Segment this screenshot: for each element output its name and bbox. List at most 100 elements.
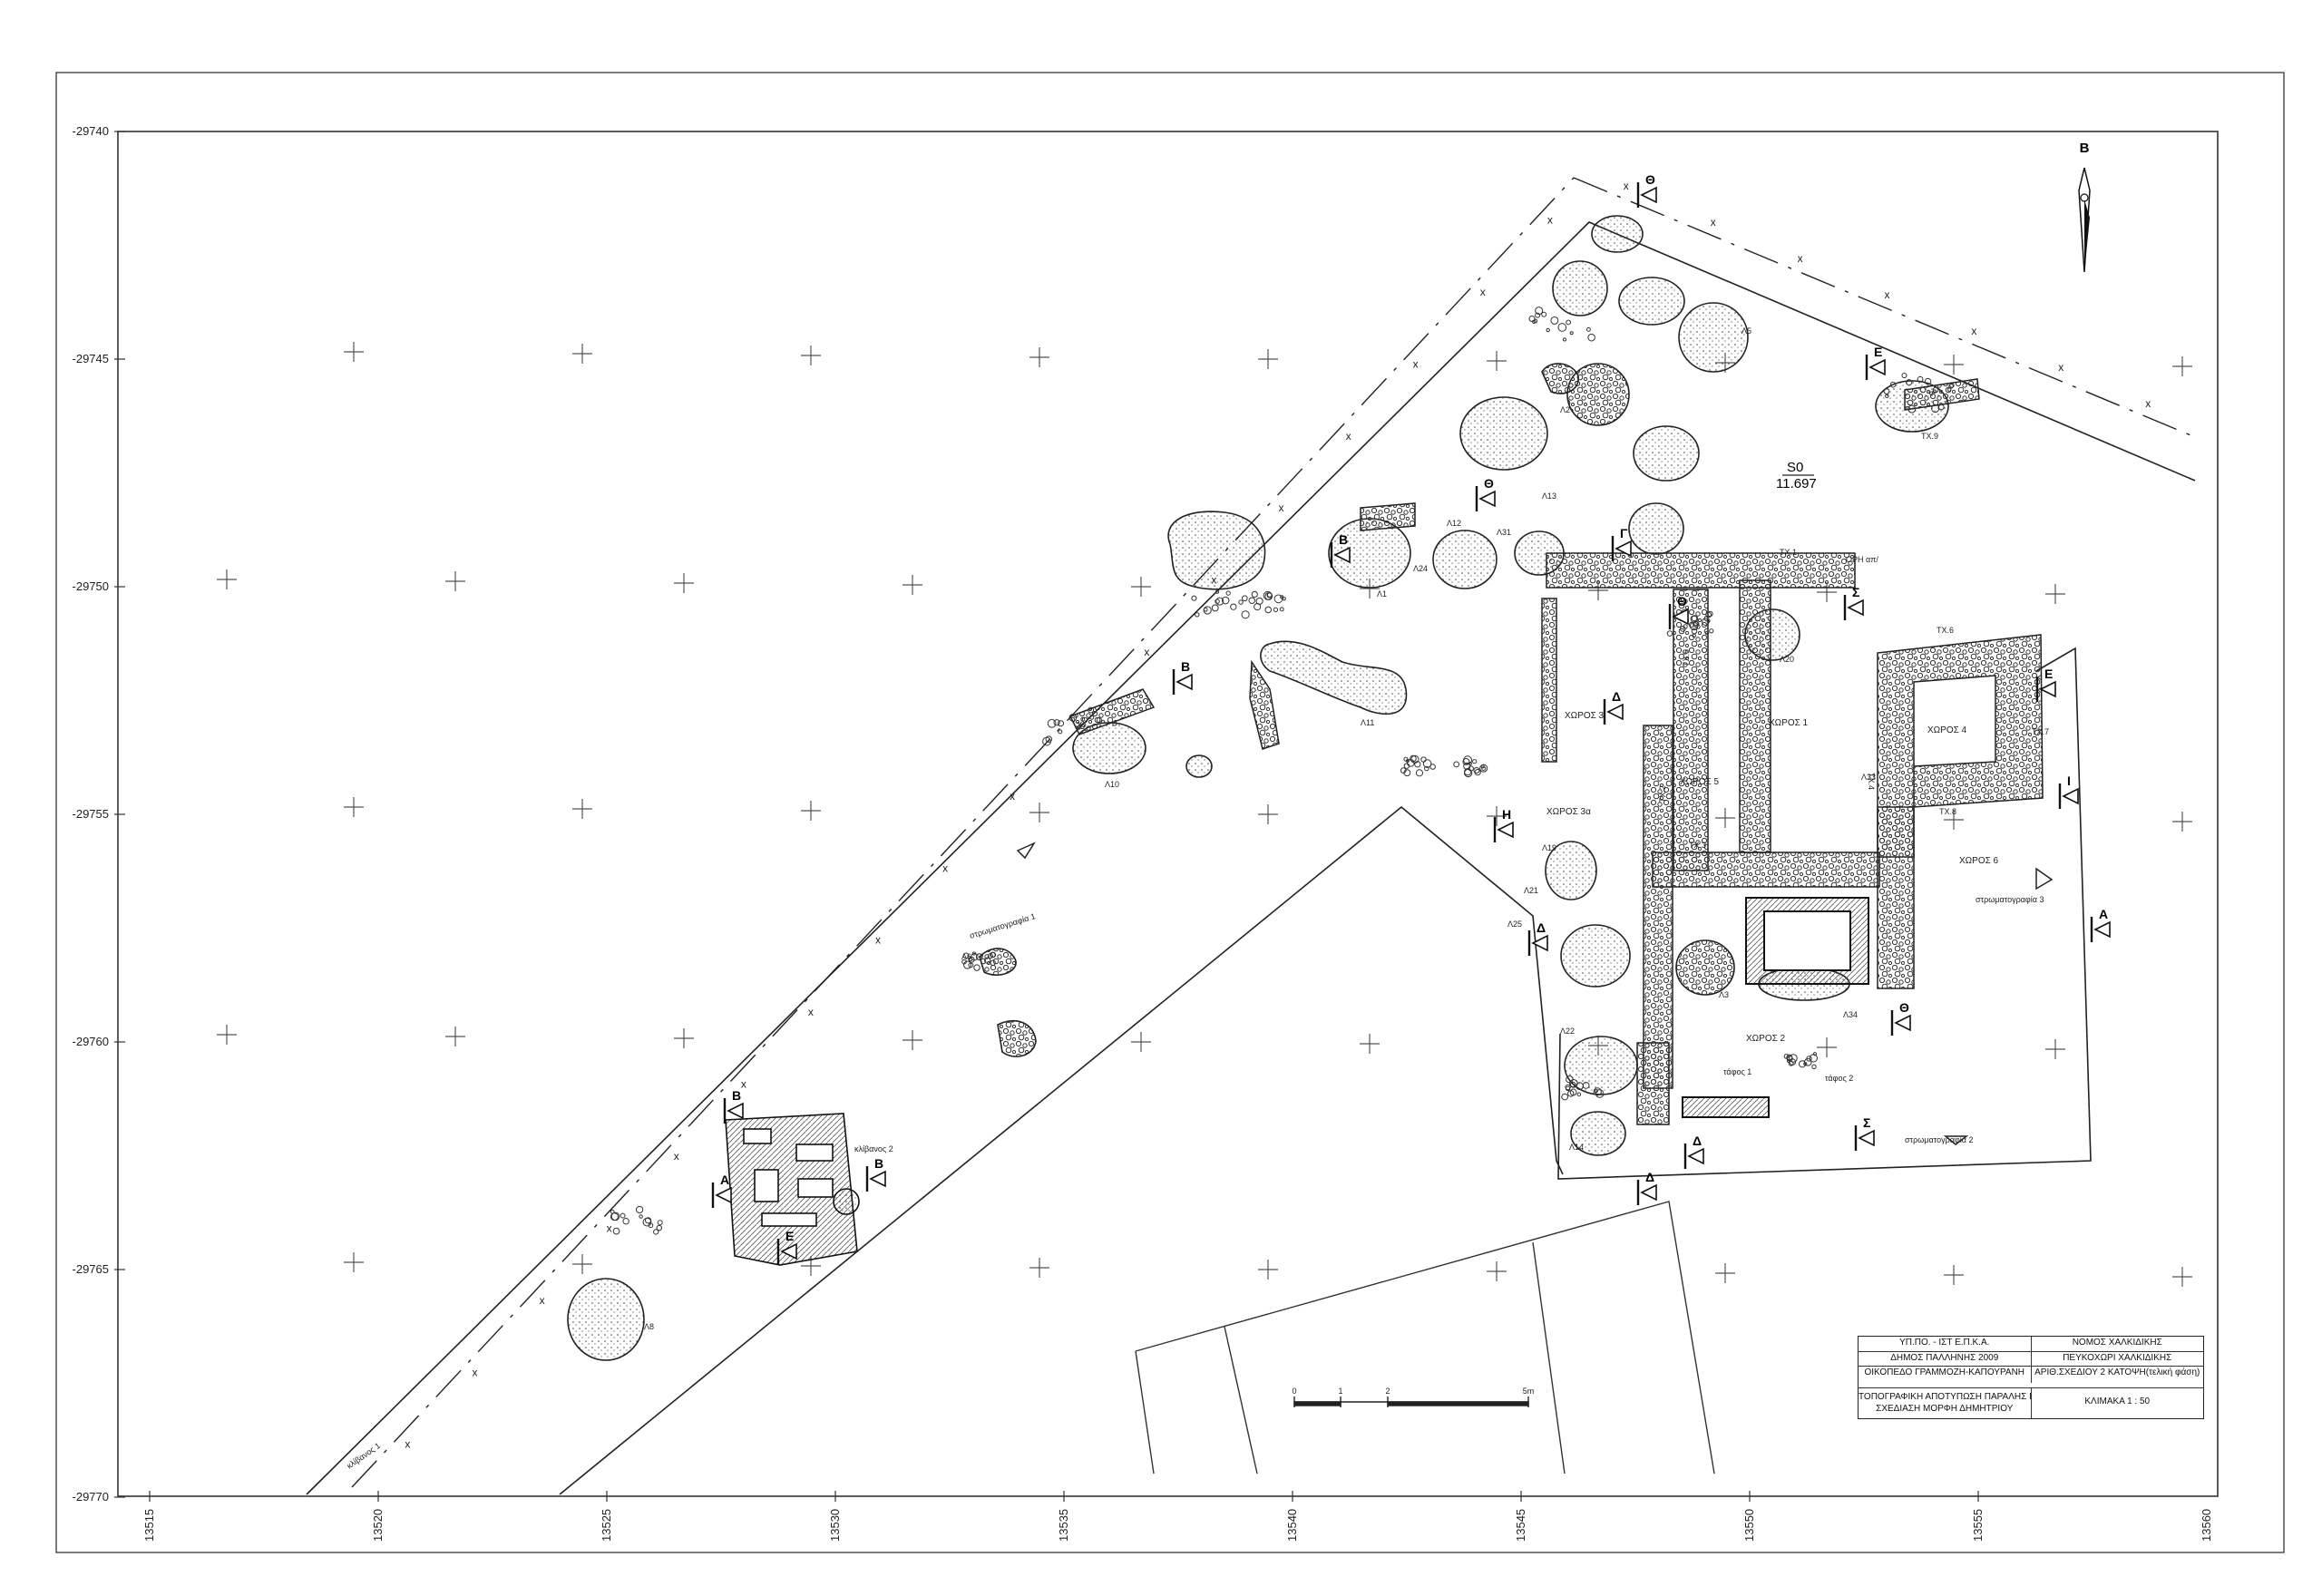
rubble-stone — [1809, 1054, 1819, 1063]
pit-label: Λ2 — [1560, 405, 1570, 414]
section-mark-icon: Ε — [1865, 345, 1886, 380]
rubble-stone — [1238, 599, 1244, 605]
rubble-stone — [1566, 319, 1572, 326]
rubble-stone — [1803, 1058, 1812, 1066]
benchmark-code: S0 — [1787, 460, 1803, 475]
y-tick-marks — [114, 131, 125, 1498]
boundary-x-mark: x — [741, 1078, 746, 1091]
rubble-stone — [1931, 404, 1940, 414]
rubble-stone — [1948, 384, 1954, 389]
grid-cross-icon — [902, 575, 922, 595]
north-arrow-label: B — [2080, 141, 2090, 156]
grid-cross-icon — [2172, 1267, 2192, 1287]
rubble-stone — [1889, 381, 1897, 388]
rubble-stone — [645, 1217, 652, 1224]
rubble-stone — [1481, 766, 1487, 772]
rubble-stone — [1215, 598, 1220, 604]
wall-label: ΤΧ.1 — [1780, 548, 1797, 557]
rubble-stone — [990, 959, 996, 966]
rubble-stone — [1042, 736, 1051, 746]
rubble-stone — [975, 953, 983, 961]
wall-label: ΤΧ.8 — [1939, 807, 1956, 816]
rubble-stone — [1241, 610, 1250, 619]
grid-cross-icon — [1360, 1034, 1380, 1054]
tomb-2-label: τάφος 2 — [1825, 1074, 1853, 1083]
boundary-x-mark: x — [1971, 325, 1976, 337]
rubble-stone — [1410, 754, 1417, 763]
rubble-stone — [1215, 589, 1220, 594]
rubble-stone — [1582, 1082, 1590, 1089]
zone-label-xoros1: ΧΩΡΟΣ 1 — [1769, 718, 1809, 728]
rubble-stone — [1706, 618, 1711, 623]
rubble-stone — [653, 1229, 659, 1235]
x-tick-label: 13520 — [371, 1509, 385, 1542]
rubble-stone — [1112, 721, 1117, 726]
grid-cross-icon — [2172, 356, 2192, 376]
scale-label: 0 — [1292, 1387, 1296, 1396]
grid-cross-icon — [1817, 1037, 1837, 1057]
grid-cross-icon — [1715, 808, 1735, 828]
wall-labels: ΤΧ.1 ΤΧ.2 ΤΧ.3 ΤΧ.4 ΤΧ.5 ΤΧ.6 ΤΧ.7 ΤΧ.8 … — [1658, 432, 2049, 850]
tb-scale: ΚΛΙΜΑΚΑ 1 : 50 — [2084, 1396, 2151, 1406]
pit-label: Λ31 — [1497, 528, 1511, 537]
grid-cross-icon — [1944, 355, 1964, 375]
rubble-stone — [1248, 597, 1256, 604]
rubble-stone — [1932, 389, 1937, 394]
trench-markers — [1016, 842, 2054, 1145]
grid-cross-icon — [572, 1254, 592, 1274]
rubble-stone — [1917, 375, 1924, 383]
rubble-stone — [963, 960, 972, 969]
x-tick-label: 13545 — [1514, 1509, 1527, 1542]
boundary-x-mark: x — [1480, 286, 1486, 298]
kiln-2-label: κλίβανος 2 — [854, 1144, 893, 1153]
rubble-stone — [1462, 757, 1470, 765]
section-mark-letter: Α — [720, 1173, 729, 1187]
boundary-x-mark: x — [540, 1294, 545, 1307]
grid-cross-icon — [1258, 349, 1278, 369]
rubble-stone — [1057, 720, 1065, 727]
scale-bar-labels: 0 1 2 5m — [1292, 1387, 1534, 1396]
rubble-stone — [1704, 630, 1710, 636]
grid-cross-icon — [344, 342, 364, 362]
tb-municipality: ΔΗΜΟΣ ΠΑΛΛΗΝΗΣ 2009 — [1859, 1352, 2032, 1367]
y-tick-label: -29750 — [73, 579, 109, 593]
pit-label: Λ34 — [1843, 1010, 1858, 1019]
rubble-stone — [1414, 761, 1421, 768]
boundary-x-mark: x — [2058, 361, 2063, 374]
boundary-x-mark: x — [1624, 180, 1629, 192]
tomb-structure — [1682, 897, 1869, 1118]
section-mark-letter: Σ — [1852, 585, 1859, 599]
rubble-stone — [1280, 595, 1284, 599]
grid-cross-icon — [1029, 803, 1049, 822]
section-mark-icon: Δ — [1683, 1134, 1704, 1169]
section-mark-letter: Θ — [1677, 594, 1687, 608]
grid-cross-icon — [2045, 1039, 2065, 1059]
rubble-stone — [1798, 1060, 1807, 1068]
rubble-stone — [1693, 620, 1700, 628]
pit-label: Λ19 — [1542, 843, 1556, 852]
rubble-stone — [1906, 379, 1913, 386]
grid-cross-icon — [1131, 577, 1151, 597]
grid-cross-icon — [1487, 1261, 1507, 1281]
section-mark-icon: Α — [711, 1173, 732, 1208]
scale-label: 2 — [1385, 1387, 1390, 1396]
boundary-x-mark: x — [808, 1006, 814, 1018]
grid-cross-icon — [674, 573, 694, 593]
rubble-stone — [1666, 630, 1673, 637]
tb-survey-credit: ΤΟΠΟΓΡΑΦΙΚΗ ΑΠΟΤΥΠΩΣΗ ΠΑΡΑΛΗΣ ΓΙΩΡΓΟΣ — [1859, 1392, 2031, 1402]
rubble-stone — [1195, 612, 1200, 618]
grid-cross-icon — [572, 799, 592, 819]
grid-cross-icon — [801, 801, 821, 821]
rubble-stone — [620, 1212, 626, 1219]
title-block: ΥΠ.ΠΟ. - ΙΣΤ Ε.Π.Κ.Α. ΝΟΜΟΣ ΧΑΛΚΙΔΙΚΗΣ Δ… — [1858, 1336, 2204, 1419]
wall-label: ΤΧ.4 — [1867, 773, 1876, 790]
rubble-stone — [639, 1214, 643, 1219]
x-tick-label: 13530 — [828, 1509, 842, 1542]
rubble-stone — [1806, 1056, 1812, 1062]
zone-label-xoros3a: ΧΩΡΟΣ 3α — [1546, 807, 1591, 817]
y-tick-label: -29760 — [73, 1035, 109, 1048]
pit-label: Λ5 — [1742, 326, 1751, 336]
reference-label: ΟΡΗ απ/ — [1846, 555, 1878, 564]
rubble-stone — [961, 959, 967, 965]
